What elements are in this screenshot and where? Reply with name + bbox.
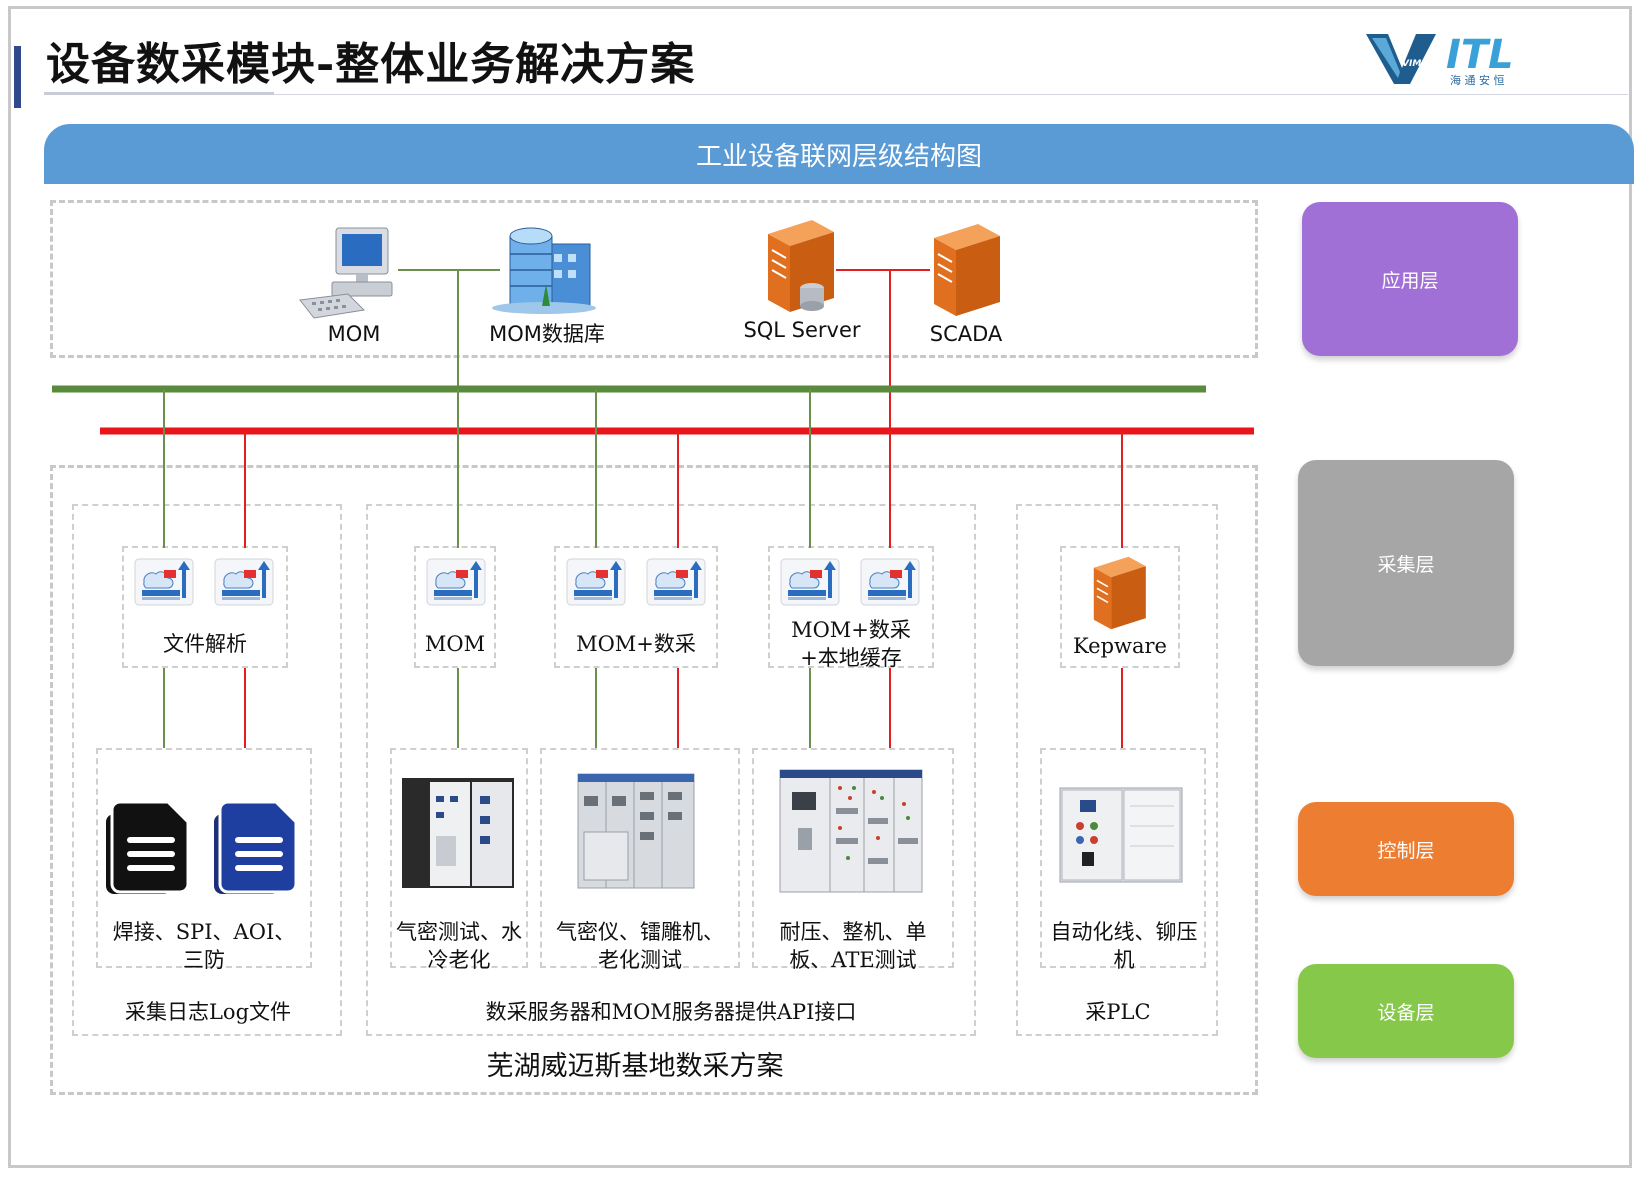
document-icon — [106, 800, 190, 894]
pressure-device-box — [752, 748, 954, 968]
mom-plus-collect-label: MOM+数采 — [576, 632, 696, 656]
log-group — [72, 504, 342, 1036]
api-upload-icon — [860, 558, 920, 606]
server-icon — [934, 224, 1000, 316]
api-upload-icon — [780, 558, 840, 606]
api-group — [366, 504, 976, 1036]
kepware-node — [1060, 546, 1180, 668]
sql-server-label: SQL Server — [743, 318, 861, 342]
mom-collect-label: MOM — [424, 632, 486, 656]
kepware-label: Kepware — [1073, 634, 1167, 658]
airtight2-label: 气密仪、镭雕机、老化测试 — [556, 920, 724, 972]
cabinet-icon — [779, 769, 923, 893]
mom-collect-cache-label: MOM+数采+本地缓存 — [791, 618, 911, 670]
api-upload-icon — [214, 558, 274, 606]
logo-icon: VIMAX ITL 海 通 安 恒 — [1366, 32, 1514, 87]
airtight-device-box — [390, 748, 528, 968]
mom-collect-node — [554, 546, 718, 668]
page-frame — [8, 6, 1632, 1168]
plc-group-label: 采PLC — [1085, 1000, 1151, 1024]
server-icon — [768, 220, 834, 312]
automation-label: 自动化线、铆压机 — [1050, 920, 1198, 972]
mom-node — [414, 546, 496, 668]
cabinet-icon — [577, 773, 695, 889]
document-icon — [214, 800, 298, 894]
site-zone — [50, 465, 1258, 1095]
scada-label: SCADA — [929, 322, 1003, 346]
airtight2-device-box — [540, 748, 740, 968]
mom-label: MOM — [327, 322, 381, 346]
title-rule — [274, 94, 1628, 95]
logo-mark: VIMAX — [1402, 59, 1436, 69]
logo-tagline: 海 通 安 恒 — [1450, 73, 1505, 87]
page-title: 设备数采模块-整体业务解决方案 — [46, 39, 696, 90]
control-layer-badge: 控制层 — [1298, 802, 1514, 896]
title-underline — [44, 92, 274, 95]
file-parse-node — [122, 546, 288, 668]
logo-brand: ITL — [1446, 32, 1514, 78]
api-upload-icon — [566, 558, 626, 606]
welding-device-box — [96, 748, 312, 968]
api-upload-icon — [134, 558, 194, 606]
airtight-label: 气密测试、水冷老化 — [396, 920, 522, 972]
collection-layer-badge: 采集层 — [1298, 460, 1514, 666]
diagram-banner: 工业设备联网层级结构图 — [44, 124, 1634, 184]
api-upload-icon — [646, 558, 706, 606]
building-database-icon — [492, 227, 596, 314]
mom-db-label: MOM数据库 — [489, 322, 605, 346]
site-solution-title: 芜湖威迈斯基地数采方案 — [486, 1051, 784, 1082]
server-icon — [1093, 556, 1146, 630]
cabinet-icon — [402, 778, 514, 888]
log-group-label: 采集日志Log文件 — [124, 1000, 292, 1024]
api-group-label: 数采服务器和MOM服务器提供API接口 — [485, 1000, 857, 1024]
pressure-label: 耐压、整机、单板、ATE测试 — [779, 920, 927, 972]
automation-device-box — [1040, 748, 1206, 968]
device-layer-badge: 设备层 — [1298, 964, 1514, 1058]
computer-icon — [299, 227, 393, 319]
mom-collect-cache-node — [768, 546, 934, 668]
api-upload-icon — [426, 558, 486, 606]
file-parse-label: 文件解析 — [163, 632, 247, 656]
title-accent-bar — [14, 46, 21, 108]
brand-logo: VIMAX ITL 海 通 安 恒 — [1366, 26, 1546, 92]
welding-label: 焊接、SPI、AOI、三防 — [112, 920, 296, 972]
application-layer-badge: 应用层 — [1302, 202, 1518, 356]
plc-group — [1016, 504, 1218, 1036]
application-zone — [50, 200, 1258, 358]
cabinet-icon — [1059, 787, 1183, 883]
